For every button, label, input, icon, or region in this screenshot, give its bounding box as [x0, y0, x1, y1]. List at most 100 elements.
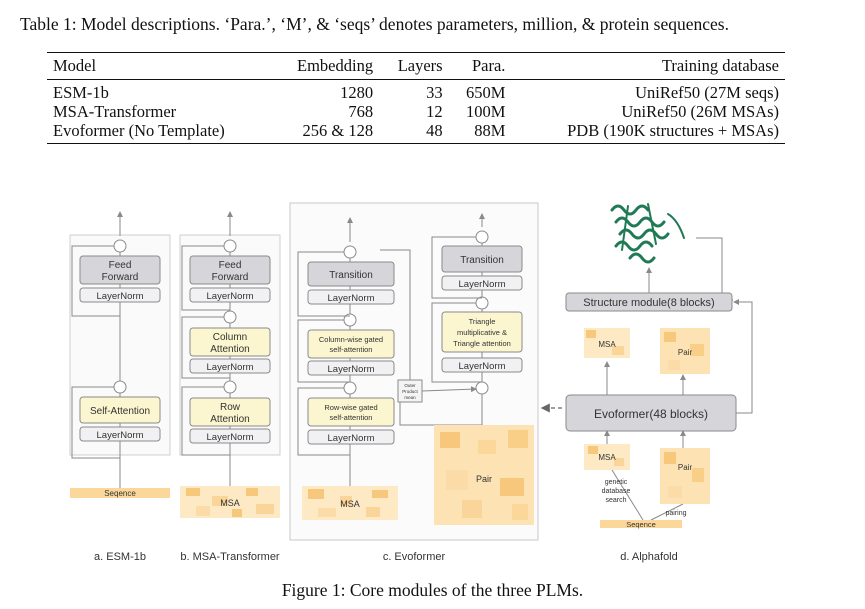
pair-label: Pair [678, 463, 693, 472]
row-attention-label: Attention [210, 414, 249, 425]
column-attention-label: self-attention [330, 345, 373, 354]
sequence-strip [600, 520, 682, 528]
layernorm-label: LayerNorm [328, 433, 375, 444]
layernorm-label: LayerNorm [459, 361, 506, 372]
column-attention-box [189, 327, 271, 357]
model-table: Model Embedding Layers Para. Training da… [47, 52, 785, 144]
cell-layers: 12 [426, 102, 443, 121]
panel-label-a: a. ESM-1b [94, 551, 146, 563]
add-icon [343, 245, 357, 259]
esm-1b-diagram [69, 211, 171, 498]
col-header-database: Training database [511, 52, 785, 80]
transition-label: Transition [460, 255, 504, 266]
layernorm-label: LayerNorm [207, 362, 254, 373]
column-attention-label: Attention [210, 344, 249, 355]
outer-product-label: Product [402, 389, 418, 394]
structure-module-label: Structure module(8 blocks) [583, 297, 714, 309]
add-icon [475, 296, 489, 310]
cell-embedding: 1280 [340, 83, 374, 102]
protein-structure-icon [610, 203, 685, 264]
add-icon [113, 380, 127, 394]
add-icon [475, 230, 489, 244]
cell-model: Evoformer (No Template) [47, 121, 272, 144]
af-pair-grid-bottom [660, 448, 710, 504]
table-header-row: Model Embedding Layers Para. Training da… [47, 52, 785, 80]
pair-label: Pair [476, 474, 492, 484]
layernorm-label: LayerNorm [97, 430, 144, 441]
table-row: ESM-1b 1280 33 650M UniRef50 (27M seqs) [47, 80, 785, 103]
row-attention-label: Row [220, 402, 241, 413]
pairing-label: pairing [665, 510, 686, 517]
add-icon [223, 380, 237, 394]
row-attention-label: Row-wise gated [324, 403, 377, 412]
af-msa-grid-top [584, 328, 630, 358]
evoformer-pair-grid [434, 425, 534, 525]
table-caption: Table 1: Model descriptions. ‘Para.’, ‘M… [20, 14, 729, 34]
transition-label: Transition [329, 270, 373, 281]
row-attention-label: self-attention [330, 413, 373, 422]
cell-database: PDB (190K structures + MSAs) [511, 121, 785, 144]
panel-label-b: b. MSA-Transformer [180, 551, 280, 563]
msa-label: MSA [598, 340, 616, 349]
triangle-label: Triangle [469, 317, 496, 326]
cell-model: ESM-1b [53, 83, 109, 102]
af-pair-grid-top [660, 328, 710, 374]
panel-label-c: c. Evoformer [383, 551, 446, 563]
add-icon [113, 239, 127, 253]
add-icon [475, 381, 489, 395]
table-row: Evoformer (No Template) 256 & 128 48 88M… [47, 121, 785, 144]
alphafold-diagram [565, 203, 753, 528]
layernorm-label: LayerNorm [97, 291, 144, 302]
evoformer-diagram [289, 202, 539, 541]
triangle-label: multiplicative & [457, 328, 507, 337]
ff-label: Feed [109, 260, 132, 271]
search-label: genetic [605, 479, 628, 486]
self-attention-label: Self-Attention [90, 406, 150, 417]
sequence-strip [70, 488, 170, 498]
cell-layers: 48 [379, 121, 449, 144]
column-attention-label: Column [213, 332, 247, 343]
search-label: search [605, 497, 626, 504]
af-msa-grid-bottom [584, 444, 630, 470]
msa-transformer-diagram [179, 211, 281, 488]
msa-label: MSA [340, 499, 360, 509]
cell-para: 88M [448, 121, 512, 144]
sequence-label: Seqence [626, 520, 656, 529]
col-header-layers: Layers [379, 52, 449, 80]
triangle-label: Triangle attention [453, 339, 511, 348]
search-label: database [602, 488, 631, 495]
ff-label: Feed [219, 260, 242, 271]
layernorm-label: LayerNorm [207, 432, 254, 443]
cell-layers: 33 [426, 83, 443, 102]
outer-product-label: Outer [404, 383, 416, 388]
row-attention-box [189, 397, 271, 427]
cell-model: MSA-Transformer [53, 102, 177, 121]
col-header-model: Model [47, 52, 272, 80]
layernorm-box [189, 428, 271, 444]
cell-para: 650M [466, 83, 506, 102]
ff-label: Forward [212, 272, 249, 283]
msa-input-grid [180, 486, 280, 518]
table-row: MSA-Transformer 768 12 100M UniRef50 (26… [47, 102, 785, 121]
layernorm-box [79, 426, 161, 442]
layernorm-label: LayerNorm [459, 279, 506, 290]
ff-label: Forward [102, 272, 139, 283]
layernorm-label: LayerNorm [207, 291, 254, 302]
cell-embedding: 768 [348, 102, 374, 121]
layernorm-box [189, 358, 271, 374]
msa-label: MSA [220, 498, 240, 508]
feed-forward-box [189, 255, 271, 285]
outer-product-label: mean [404, 395, 416, 400]
pair-label: Pair [678, 348, 693, 357]
col-header-embedding: Embedding [271, 52, 380, 80]
feed-forward-box [79, 255, 161, 285]
layernorm-box [189, 287, 271, 303]
figure-caption: Figure 1: Core modules of the three PLMs… [281, 580, 584, 600]
layernorm-label: LayerNorm [328, 364, 375, 375]
add-icon [223, 239, 237, 253]
layernorm-label: LayerNorm [328, 293, 375, 304]
cell-database: UniRef50 (26M MSAs) [621, 102, 779, 121]
cell-embedding: 256 & 128 [271, 121, 380, 144]
msa-label: MSA [598, 453, 616, 462]
